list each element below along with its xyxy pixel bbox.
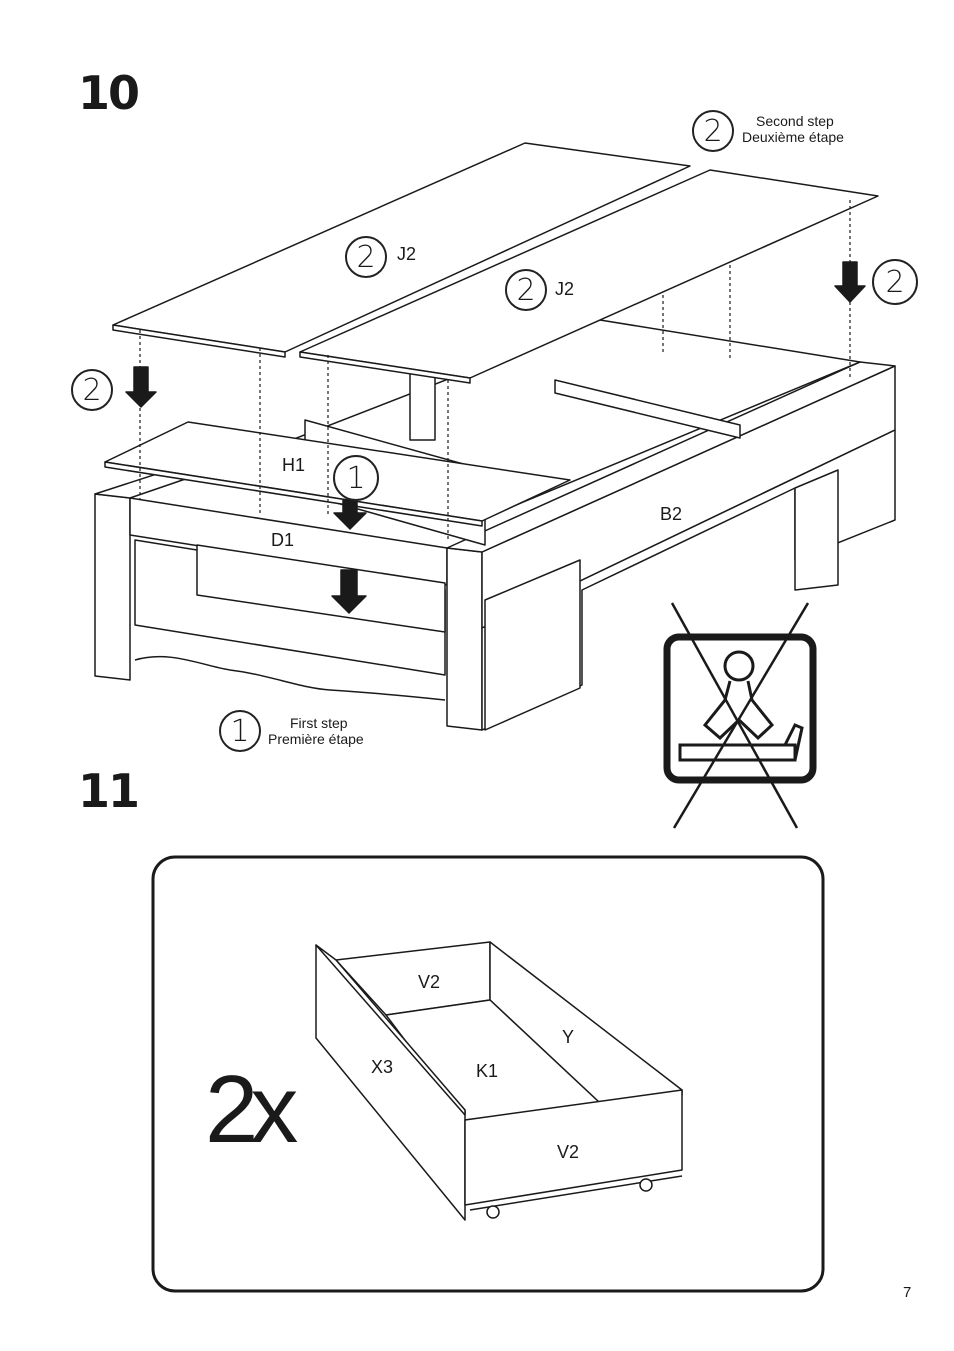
part-label-d1: D1: [271, 530, 295, 550]
first-step-en: First step: [290, 715, 348, 731]
no-standing-on-bed-icon: [663, 602, 817, 829]
page-number: 7: [903, 1284, 912, 1301]
part-label-k1: K1: [476, 1061, 499, 1081]
arrow-h1: [333, 499, 367, 530]
step-number-11: 11: [78, 764, 140, 818]
panel-j2-left-edge: [112, 324, 286, 358]
part-label-b2: B2: [660, 504, 683, 524]
j2-left-marker: 2: [345, 236, 387, 278]
second-step-marker: 2: [692, 110, 734, 152]
inner-slat-3: [554, 379, 741, 439]
part-label-j2-left: J2: [397, 244, 417, 264]
j2-right-marker: 2: [505, 269, 547, 311]
first-step-label: First step Première étape: [268, 715, 364, 747]
left-arrow-marker: 2: [71, 369, 113, 411]
second-step-fr: Deuxième étape: [742, 129, 844, 145]
part-label-y: Y: [562, 1027, 575, 1047]
middle-support: [484, 559, 581, 731]
h1-marker: 1: [333, 455, 379, 501]
wheel-right: [639, 1178, 653, 1192]
step-number-10: 10: [78, 66, 140, 120]
part-label-x3: X3: [371, 1057, 394, 1077]
part-label-v2-front: V2: [557, 1142, 580, 1162]
left-end-panel: [94, 493, 131, 681]
first-step-fr: Première étape: [268, 731, 364, 747]
front-right-leg: [446, 547, 483, 731]
part-label-j2-right: J2: [555, 279, 575, 299]
first-step-marker: 1: [219, 710, 261, 752]
part-label-v2-back: V2: [418, 972, 441, 992]
second-step-en: Second step: [756, 113, 834, 129]
multiplier-2x: 2x: [205, 1056, 298, 1163]
right-arrow-marker: 2: [872, 259, 918, 305]
arrow-right: [834, 261, 866, 303]
drawer-front-v2: [464, 1089, 683, 1206]
drawer-panel: [196, 544, 446, 633]
arrow-left: [125, 366, 157, 408]
rear-right-leg: [794, 469, 839, 591]
second-step-label: Second step Deuxième étape: [742, 113, 844, 145]
wheel-left: [486, 1205, 500, 1219]
arrow-d1: [331, 569, 367, 614]
part-label-h1: H1: [282, 455, 306, 475]
panel-j2-right-edge: [299, 351, 471, 384]
floor-shadow: [134, 655, 446, 701]
drawer-side-x3-top: [315, 944, 466, 1116]
